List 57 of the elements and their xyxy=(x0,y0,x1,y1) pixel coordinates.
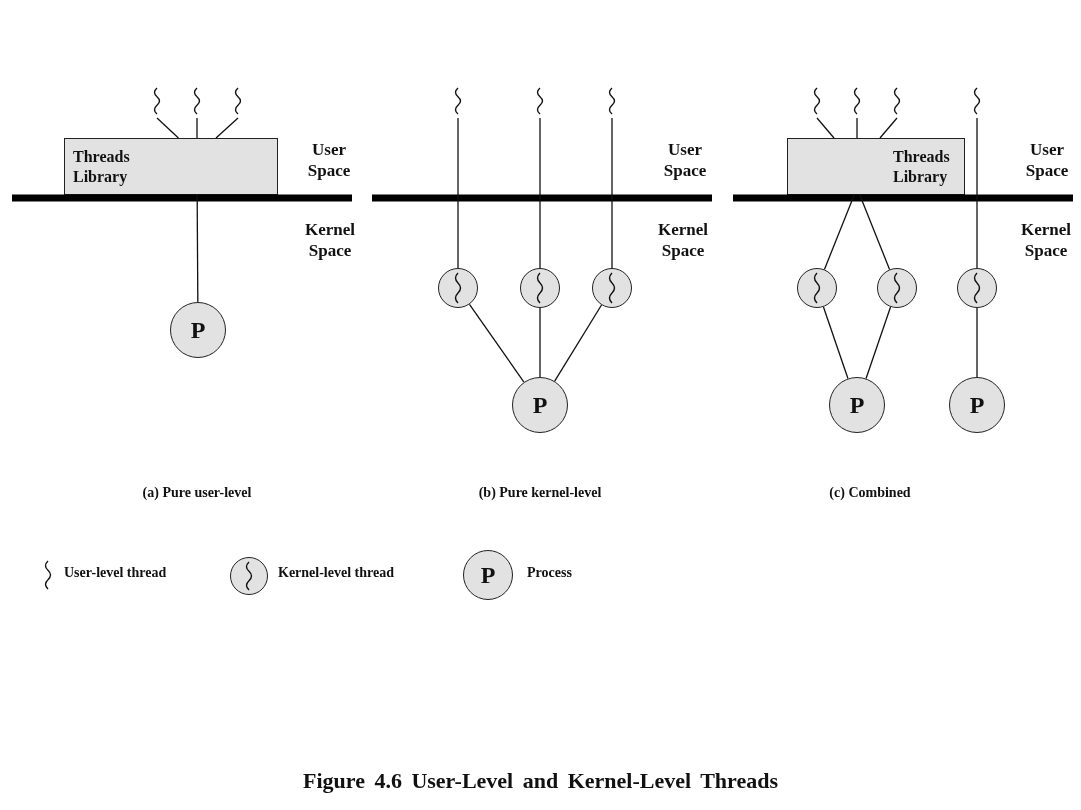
region-label: User Space xyxy=(306,139,352,181)
connector-line xyxy=(859,194,891,271)
panel-caption: (b) Pure kernel-level xyxy=(477,484,603,502)
region-label: Kernel Space xyxy=(656,219,709,261)
kernel-thread-circle xyxy=(877,268,917,308)
kernel-thread-circle xyxy=(438,268,478,308)
connector-line xyxy=(457,117,459,269)
box-label: Threads Library xyxy=(893,147,951,187)
connector-line xyxy=(539,307,541,378)
connector-line xyxy=(856,117,858,139)
region-label: User Space xyxy=(1024,139,1070,181)
process-symbol: P xyxy=(463,550,513,600)
figure-caption: Figure 4.6 User-Level and Kernel-Level Threads xyxy=(302,768,779,794)
legend-text: Kernel-level thread xyxy=(278,565,394,581)
user-thread-squiggle xyxy=(534,86,546,116)
user-thread-squiggle xyxy=(151,86,163,116)
kernel-thread-circle xyxy=(957,268,997,308)
connector-line xyxy=(879,117,898,139)
process-circle: P xyxy=(949,377,1005,433)
connector-line xyxy=(539,117,541,269)
kernel-thread-circle xyxy=(797,268,837,308)
connector-line xyxy=(215,117,239,139)
region-label: Kernel Space xyxy=(1019,219,1072,261)
process-circle: P xyxy=(829,377,885,433)
box-label: Threads Library xyxy=(73,147,131,187)
library-box xyxy=(787,138,965,195)
connector-line xyxy=(196,194,199,303)
connector-line xyxy=(823,194,855,271)
panel-caption: (c) Combined xyxy=(828,484,912,502)
connector-line xyxy=(976,307,978,378)
legend-text: User-level thread xyxy=(64,565,167,581)
connector-line xyxy=(822,306,849,380)
process-circle: P xyxy=(170,302,226,358)
connector-line xyxy=(156,117,180,139)
region-label: Kernel Space xyxy=(303,219,356,261)
connector-line xyxy=(611,117,613,269)
library-box xyxy=(64,138,278,195)
user-thread-squiggle xyxy=(811,86,823,116)
user-thread-squiggle xyxy=(606,86,618,116)
kernel-thread-circle xyxy=(520,268,560,308)
connector-line xyxy=(865,306,892,380)
user-thread-squiggle xyxy=(232,86,244,116)
kernel-thread-circle xyxy=(592,268,632,308)
connector-line xyxy=(468,303,525,383)
user-thread-squiggle xyxy=(971,86,983,116)
panel-caption: (a) Pure user-level xyxy=(141,484,253,502)
user-thread-squiggle xyxy=(452,86,464,116)
connector-line xyxy=(816,117,835,139)
connector-line xyxy=(196,117,198,139)
region-label: User Space xyxy=(662,139,708,181)
connector-line xyxy=(976,117,978,269)
legend-text: Process xyxy=(527,565,572,581)
process-circle: P xyxy=(512,377,568,433)
connector-line xyxy=(554,304,603,382)
user-thread-squiggle xyxy=(851,86,863,116)
user-thread-squiggle xyxy=(191,86,203,116)
user-thread-squiggle xyxy=(891,86,903,116)
